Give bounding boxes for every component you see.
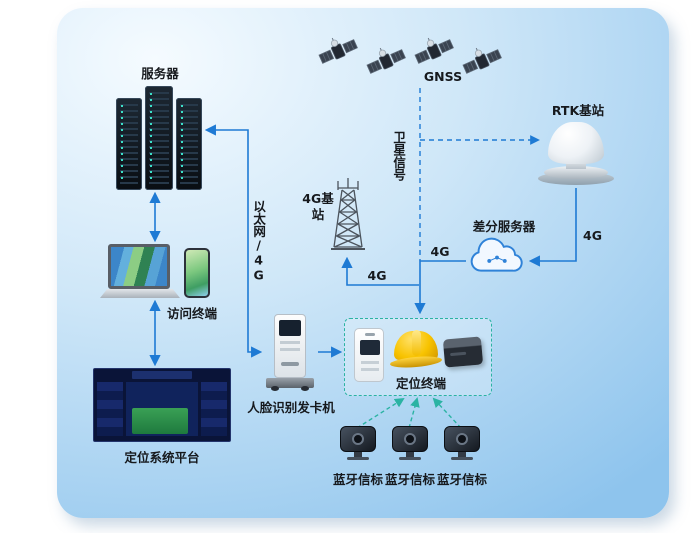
helmet-ridge [412,330,421,356]
satellite-icon [458,39,503,76]
link-4g-cloud-label: 4G [430,244,450,259]
rtk-neck [566,161,586,169]
phone-icon [184,248,210,298]
beacon-label: 蓝牙信标 [384,472,436,487]
face-machine-panel [280,341,300,344]
cell-tower-icon [331,178,365,250]
beacon-ring [456,433,468,445]
positioning-terminal-label: 定位终端 [395,376,447,391]
rtk-base [544,166,608,179]
beacon-body [392,426,428,452]
rtk-dome [548,122,604,164]
laptop-base [100,289,180,298]
face-card-machine-icon [264,312,316,394]
beacon-stand [354,452,362,457]
beacon-stand [406,452,414,457]
rtk-station-icon [536,120,616,188]
satellite-signal-label: 卫星信号 [391,131,407,181]
server-tower [145,86,173,190]
beacon-stand [458,452,466,457]
ethernet-4g-label: 以太网/4G [251,200,267,283]
beacon-foot [451,457,473,460]
face-machine-panel [280,348,300,351]
beacon-foot [347,457,369,460]
server-rack-icon [116,84,204,190]
diff-server-cloud-icon [470,237,523,272]
dashboard-header [132,371,192,379]
laptop-screen [108,244,170,289]
tag-device-icon [442,336,484,368]
bluetooth-beacon-icon [443,426,481,466]
access-terminal-label: 访问终端 [166,306,218,321]
server-label: 服务器 [141,66,179,81]
gnss-satellites [318,34,503,76]
dashboard-right-panel [201,382,227,436]
base-station-4g-label: 4G基站 [302,191,334,222]
bluetooth-beacon-icon [339,426,377,466]
access-terminal-icon [100,244,214,302]
beacon-ring [352,433,364,445]
dashboard-map-area [132,408,188,434]
link-4g-tower-label: 4G [367,268,387,283]
badge-terminal-icon [354,328,384,382]
link-4g-rtk-label: 4G [583,228,602,243]
bluetooth-beacon-icon [391,426,429,466]
face-machine-screen [279,320,301,336]
beacon-body [444,426,480,452]
badge-line [361,368,379,371]
face-machine-card-slot [281,362,299,366]
safety-helmet-icon [389,330,443,370]
beacon-label: 蓝牙信标 [436,472,488,487]
face-card-machine-label: 人脸识别发卡机 [247,400,335,415]
beacon-foot [399,457,421,460]
beacon-ring [404,433,416,445]
satellite-icon [410,34,455,66]
badge-line [361,361,379,364]
badge-lanyard-slot [365,333,375,336]
beacon-label: 蓝牙信标 [332,472,384,487]
satellite-icon [318,34,359,66]
dashboard-left-panel [97,382,123,436]
beacon-body [340,426,376,452]
badge-screen [360,340,380,355]
gnss-label: GNSS [423,69,463,84]
platform-screenshot [93,368,231,442]
server-tower [176,98,202,190]
rtk-station-label: RTK基站 [551,103,605,118]
diff-server-label: 差分服务器 [472,219,536,234]
satellite-icon [362,39,407,76]
server-tower [116,98,142,190]
face-machine-base [266,378,314,391]
platform-label: 定位系统平台 [124,450,200,465]
